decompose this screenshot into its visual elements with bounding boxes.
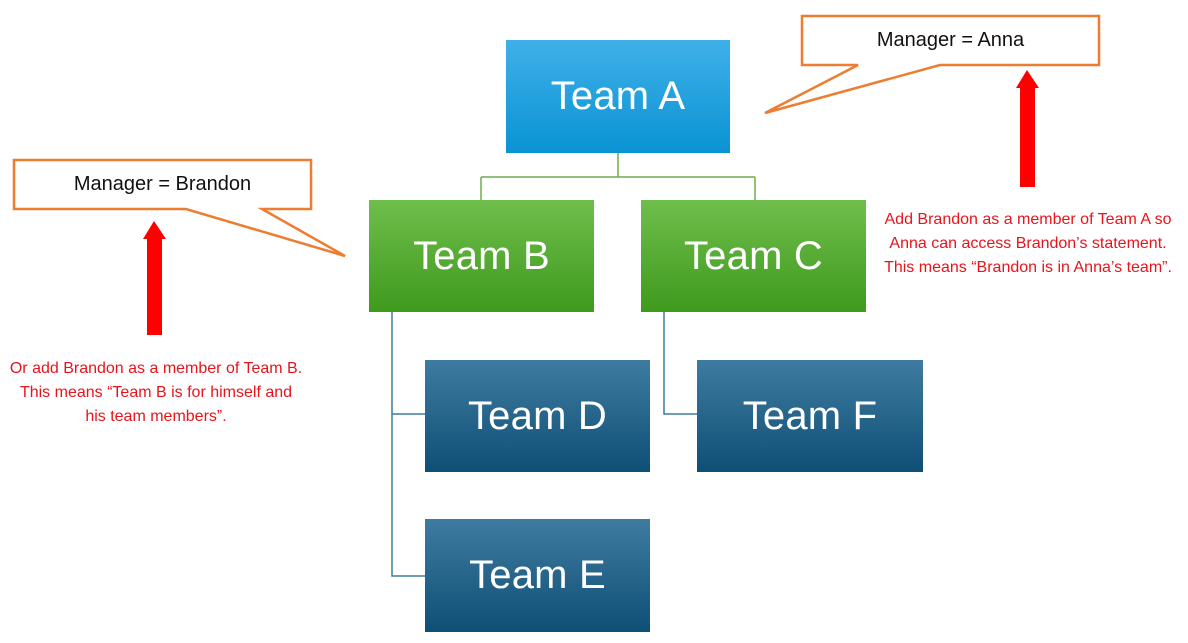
red-arrow-left-shaft — [147, 238, 162, 335]
callout-brandon-text: Manager = Brandon — [73, 173, 252, 195]
red-arrow-right-shaft — [1020, 87, 1035, 187]
red-arrow-left-head — [143, 221, 166, 239]
callout-anna-frame — [764, 14, 1101, 115]
note-left: Or add Brandon as a member of Team B. Th… — [9, 360, 303, 425]
team-a-label: Team A — [550, 74, 686, 118]
connector-c-to-f — [663, 312, 698, 415]
team-f-box[interactable]: Team F — [697, 360, 923, 472]
team-e-label: Team E — [469, 553, 606, 597]
team-b-label: Team B — [413, 233, 550, 278]
team-f-label: Team F — [742, 393, 878, 438]
connector-b-to-e — [391, 414, 426, 577]
callout-brandon-frame — [12, 158, 346, 258]
team-e-box[interactable]: Team E — [425, 519, 650, 632]
team-b-box[interactable]: Team B — [369, 200, 594, 312]
connector-lines-blue — [391, 312, 698, 577]
red-arrow-right — [1016, 70, 1039, 187]
team-c-box[interactable]: Team C — [641, 200, 866, 312]
note-right: Add Brandon as a member of Team A so Ann… — [884, 211, 1172, 276]
team-c-label: Team C — [683, 233, 823, 278]
connector-a-to-bc — [480, 153, 756, 201]
connector-b-to-d — [391, 312, 426, 415]
team-a-box[interactable]: Team A — [506, 40, 730, 153]
callout-anna: Manager = Anna — [805, 19, 1096, 62]
red-arrow-right-head — [1016, 70, 1039, 88]
team-d-label: Team D — [467, 393, 607, 438]
team-d-box[interactable]: Team D — [425, 360, 650, 472]
connector-lines — [480, 153, 756, 201]
callout-brandon: Manager = Brandon — [17, 163, 308, 206]
callout-anna-text: Manager = Anna — [876, 29, 1025, 51]
red-arrow-left — [143, 221, 166, 335]
